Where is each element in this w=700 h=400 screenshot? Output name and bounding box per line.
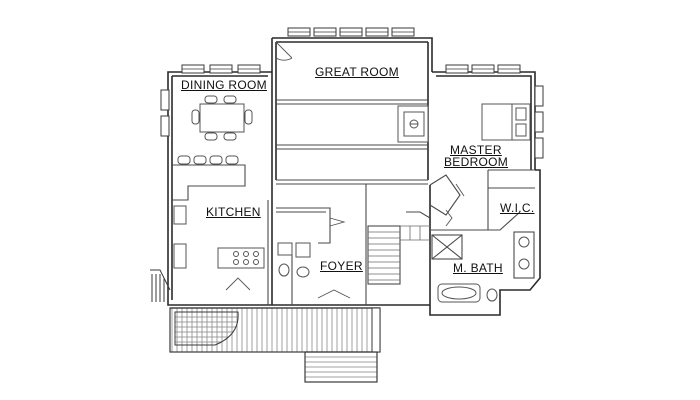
door-swings (225, 41, 465, 299)
room-label-wic: W.I.C. (500, 201, 535, 215)
bar-stools (177, 155, 239, 165)
master-bed (481, 103, 531, 141)
master-bath-fixtures (437, 236, 530, 303)
front-steps (304, 351, 378, 383)
stair-treads (368, 225, 430, 281)
room-label-kitchen: KITCHEN (206, 205, 261, 219)
exterior-walls (167, 37, 541, 316)
fireplace (397, 105, 429, 143)
room-label-master-line1: MASTER (450, 143, 502, 157)
side-steps (150, 269, 171, 302)
interior-walls (172, 99, 535, 305)
room-label-master-line2: BEDROOM (444, 155, 509, 169)
half-bath-fixtures (277, 242, 311, 278)
window-sashes (182, 31, 520, 70)
room-label-great: GREAT ROOM (315, 65, 399, 79)
porch (169, 307, 381, 353)
room-label-foyer: FOYER (320, 259, 363, 273)
kitchen-appliances (173, 205, 265, 269)
room-label-mbath: M. BATH (453, 261, 503, 275)
dining-table (191, 95, 253, 141)
room-label-dining: DINING ROOM (181, 78, 267, 92)
